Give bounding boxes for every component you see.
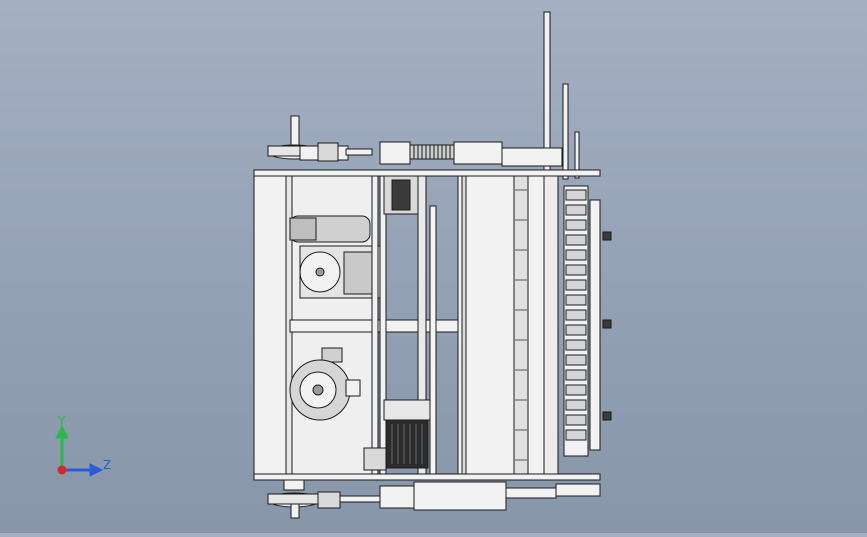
bottom-link-rod[interactable] (339, 495, 381, 503)
fastener-top (602, 231, 612, 241)
center-guide-rail[interactable] (417, 175, 427, 475)
top-shaft[interactable] (290, 115, 300, 147)
bottom-link-block[interactable] (317, 491, 341, 509)
spring-rod-housing[interactable] (453, 141, 503, 165)
fastener-bottom (602, 411, 612, 421)
conveyor-slats (565, 189, 587, 441)
bottom-shaft-collar[interactable] (283, 479, 305, 491)
lower-gear-bracket[interactable] (345, 379, 361, 397)
y-axis-label: Y (58, 414, 66, 428)
guide-rod-short[interactable] (574, 131, 580, 179)
pneumatic-cylinder[interactable] (413, 481, 507, 511)
left-side-plate[interactable] (253, 175, 287, 475)
main-motor-cover[interactable] (383, 399, 431, 421)
guide-rod-medium[interactable] (562, 83, 569, 180)
top-bracket[interactable] (501, 147, 563, 167)
slat-conveyor[interactable] (563, 185, 589, 457)
column-left[interactable] (371, 175, 379, 475)
chain-pins (515, 189, 527, 461)
center-slide-rod[interactable] (429, 205, 437, 475)
cylinder-rod[interactable] (505, 487, 557, 499)
chain-track[interactable] (513, 175, 529, 475)
upper-gearbox-hub[interactable] (315, 267, 325, 277)
main-motor-body[interactable] (385, 419, 429, 469)
bottom-frame-beam[interactable] (253, 473, 601, 481)
motor-coupling[interactable] (363, 447, 387, 471)
top-link-block[interactable] (317, 142, 339, 162)
upper-motor-face[interactable] (391, 179, 411, 211)
bottom-shaft[interactable] (290, 503, 300, 519)
motor-cooling-fins (391, 424, 423, 464)
lower-gear-hub[interactable] (312, 384, 324, 396)
top-frame-beam[interactable] (253, 169, 601, 177)
spring-mount[interactable] (379, 141, 411, 165)
bottom-right-bracket[interactable] (555, 483, 601, 497)
main-drum-edge (461, 175, 467, 475)
right-rail-b[interactable] (543, 175, 559, 475)
compression-spring[interactable] (409, 144, 455, 160)
belt-tensioner[interactable] (289, 217, 317, 241)
right-rail-a[interactable] (527, 175, 545, 475)
top-link-rod[interactable] (345, 148, 373, 156)
x-axis-dot (57, 465, 67, 475)
z-axis-arrowhead (89, 463, 104, 477)
z-axis-label: Z (103, 458, 112, 472)
cylinder-mount[interactable] (379, 485, 415, 509)
coordinate-triad (55, 424, 104, 477)
fastener-middle (602, 319, 612, 329)
bottom-pulley-rim[interactable] (267, 493, 321, 505)
right-end-plate[interactable] (589, 199, 601, 451)
main-drum[interactable] (457, 175, 515, 475)
upper-gear-housing[interactable] (343, 251, 377, 295)
y-axis-arrowhead (55, 424, 69, 439)
column-right[interactable] (379, 175, 387, 475)
lower-motor-cap[interactable] (321, 347, 343, 363)
